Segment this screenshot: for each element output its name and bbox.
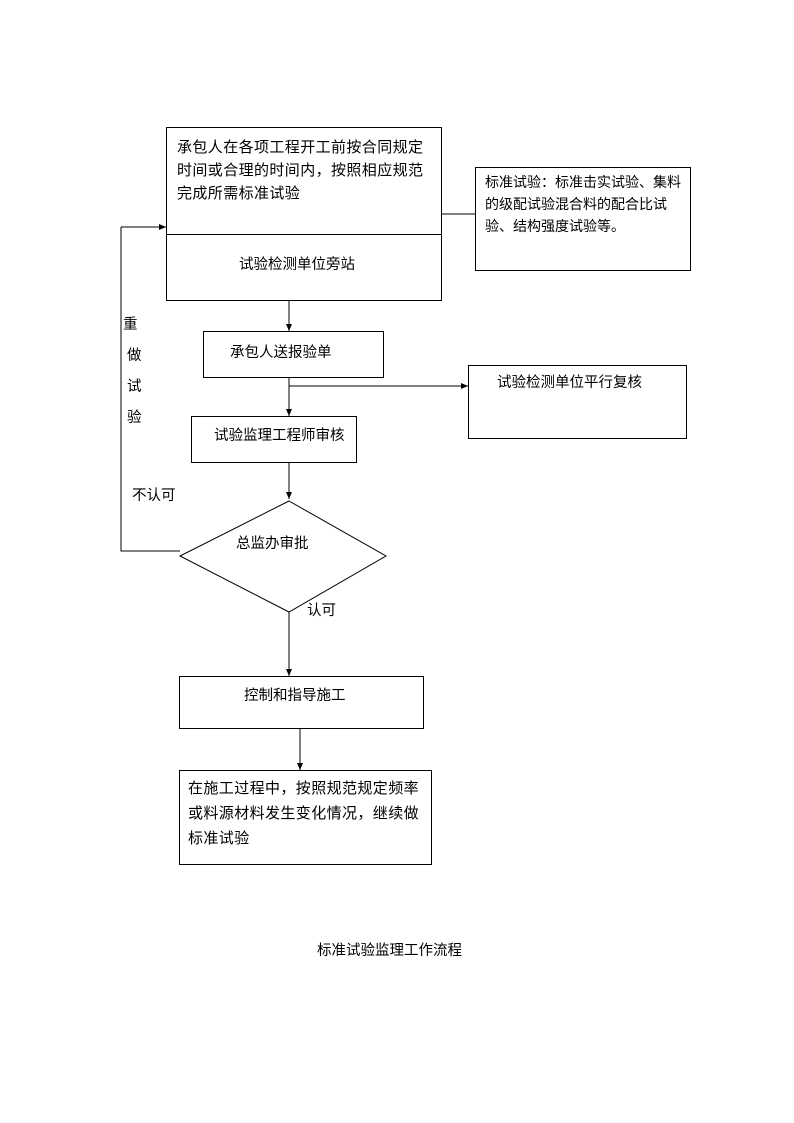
box1-text: 承包人在各项工程开工前按合同规定时间或合理的时间内，按照相应规范完成所需标准试验 xyxy=(177,138,424,202)
step2-text: 承包人送报验单 xyxy=(230,345,332,361)
reject-label: 不认可 xyxy=(132,488,176,504)
side-note-box: 标准试验：标准击实试验、集料的级配试验混合料的配合比试验、结构强度试验等。 xyxy=(475,167,691,271)
redo-char: 重 xyxy=(123,317,138,333)
step-continue-standard-test: 在施工过程中，按照规范规定频率或料源材料发生变化情况，继续做标准试验 xyxy=(179,770,432,865)
side-note-text: 标准试验：标准击实试验、集料的级配试验混合料的配合比试验、结构强度试验等。 xyxy=(485,175,681,235)
step-control-guide-construction: 控制和指导施工 xyxy=(179,676,424,729)
step4-text: 控制和指导施工 xyxy=(244,688,346,704)
box-start-standard-test: 承包人在各项工程开工前按合同规定时间或合理的时间内，按照相应规范完成所需标准试验… xyxy=(166,127,442,301)
box1-sub-text: 试验检测单位旁站 xyxy=(239,257,355,273)
step-engineer-review: 试验监理工程师审核 xyxy=(191,416,357,463)
redo-char: 试 xyxy=(127,379,142,395)
box1-divider xyxy=(167,234,441,235)
redo-char: 验 xyxy=(127,410,142,426)
step3-text: 试验监理工程师审核 xyxy=(214,428,345,444)
decision-diamond xyxy=(178,500,388,613)
side-check-box: 试验检测单位平行复核 xyxy=(468,365,687,439)
diagram-caption: 标准试验监理工作流程 xyxy=(317,943,462,959)
step-submit-inspection-form: 承包人送报验单 xyxy=(203,331,384,378)
redo-char: 做 xyxy=(127,348,142,364)
redo-label: 重 做 试 验 xyxy=(123,314,143,438)
approve-label: 认可 xyxy=(307,603,336,619)
step5-text: 在施工过程中，按照规范规定频率或料源材料发生变化情况，继续做标准试验 xyxy=(188,779,420,847)
decision-text: 总监办审批 xyxy=(236,536,309,552)
redo-loop-line xyxy=(120,227,180,552)
side-check-text: 试验检测单位平行复核 xyxy=(497,375,642,391)
